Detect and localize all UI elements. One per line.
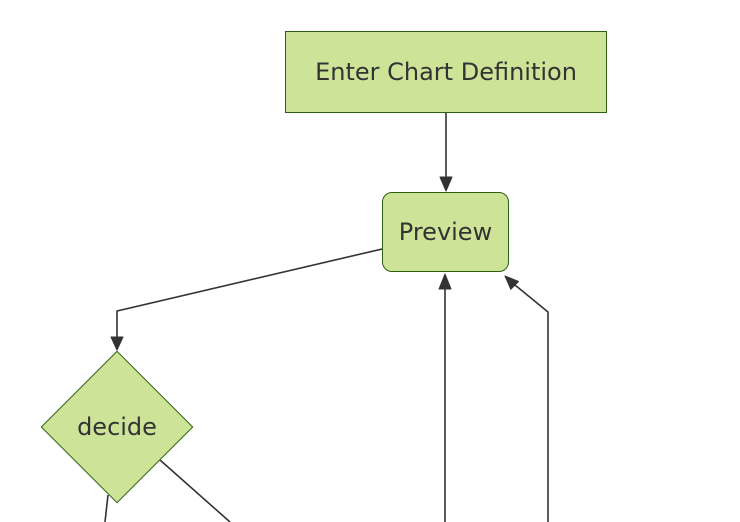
edge-decide-to-bottomleft xyxy=(104,494,109,522)
edge-decide-to-bottomright xyxy=(159,459,231,522)
node-enter-chart-definition-label: Enter Chart Definition xyxy=(315,57,577,86)
edge-preview-to-decide xyxy=(116,248,383,339)
node-decide: decide xyxy=(40,350,194,504)
node-enter-chart-definition: Enter Chart Definition xyxy=(285,31,607,113)
node-preview-label: Preview xyxy=(398,217,493,246)
arrowhead-preview-to-decide xyxy=(110,336,124,351)
node-preview: Preview xyxy=(382,192,509,272)
arrowhead-bottom-to-preview xyxy=(438,273,452,290)
arrowhead-enter-to-preview xyxy=(439,176,453,192)
arrowhead-bottomright-to-preview xyxy=(504,275,519,290)
node-decide-label: decide xyxy=(77,413,157,441)
edge-bottomright-to-preview xyxy=(514,284,549,522)
